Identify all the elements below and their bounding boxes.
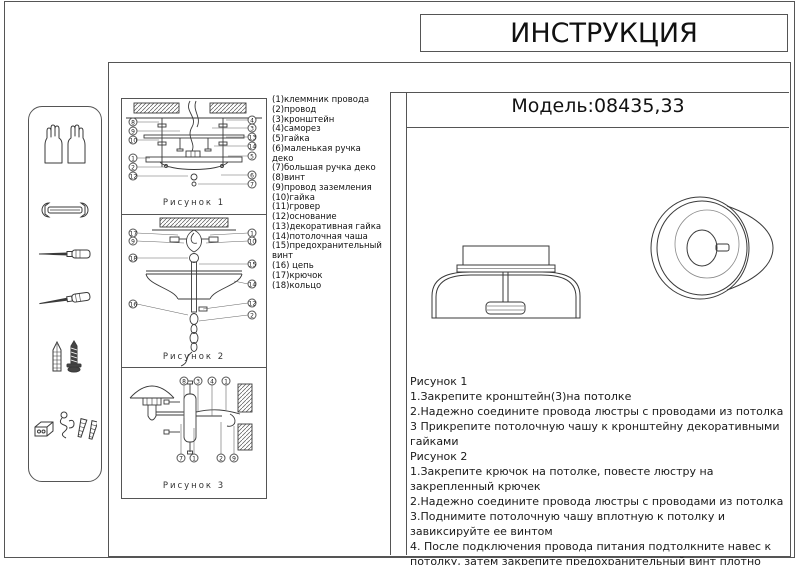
figure-2-label: Рисунок 2 — [162, 352, 226, 362]
part-item: (18)кольцо — [272, 280, 322, 291]
instruction-line: 1.Закрепите кронштейн(3)на потолке — [410, 390, 632, 403]
callout-circle: 4 — [207, 376, 217, 386]
instruction-line: 2.Надежно соедините провода люстры с про… — [410, 405, 784, 418]
part-item: (3)кронштейн — [272, 114, 335, 125]
callout-circle: 14 — [247, 279, 257, 289]
callout-circle: 12 — [247, 298, 257, 308]
instruction-line: 3.Поднимите потолочную чашу вплотную к п… — [410, 510, 729, 538]
callout-circle: 15 — [247, 259, 257, 269]
figure-1: 8 9 10 1 2 12 4 3 13 14 5 6 7 Рисунок 1 — [122, 99, 266, 214]
figure-2: 17 9 18 16 1 10 15 14 12 2 Рисунок 2 — [122, 214, 266, 367]
main-content-border — [108, 62, 791, 557]
callout-circle: 10 — [128, 135, 138, 145]
callout-circle: 12 — [128, 171, 138, 181]
part-item: (13)декоративная гайка — [272, 221, 382, 232]
instruction-line: 4. После подключения провода питания под… — [410, 540, 775, 565]
callout-circle: 10 — [247, 236, 257, 246]
figure-1-label: Рисунок 1 — [162, 198, 226, 208]
callout-circle: 8 — [179, 376, 189, 386]
part-item: (10)гайка — [272, 192, 315, 203]
instruction-line: Рисунок 1 — [410, 375, 468, 388]
wall-anchor-and-screw-icon — [52, 340, 82, 373]
callout-circle: 9 — [128, 236, 138, 246]
model-header-top-rule — [390, 92, 789, 93]
model-header-bottom-rule — [406, 127, 789, 128]
part-item: (16) цепь — [272, 261, 314, 272]
callout-circle: 16 — [128, 299, 138, 309]
open-end-wrench-icon — [41, 202, 89, 218]
part-item: (4)саморез — [272, 124, 321, 135]
callout-circle: 2 — [128, 162, 138, 172]
parts-list: (1)клеммник провода(2)провод(3)кронштейн… — [272, 95, 384, 291]
part-item: (14)потолочная чаша — [272, 231, 368, 242]
callout-circle: 1 — [189, 453, 199, 463]
callout-circle: 14 — [247, 141, 257, 151]
part-item: (9)провод заземления — [272, 182, 372, 193]
part-item: (5)гайка — [272, 134, 310, 145]
lamp-drawing — [431, 196, 774, 319]
callout-circle: 18 — [128, 253, 138, 263]
tools-sidebar — [28, 106, 102, 482]
instruction-line: Рисунок 2 — [410, 450, 468, 463]
page-title: ИНСТРУКЦИЯ — [510, 17, 698, 49]
callout-circle: 3 — [247, 123, 257, 133]
page-border — [4, 1, 795, 558]
part-item: (6)маленькая ручка деко — [272, 143, 361, 164]
flat-screwdriver-icon — [38, 249, 91, 259]
work-gloves-icon — [44, 124, 86, 164]
part-item: (12)основание — [272, 212, 337, 223]
part-item: (11)гровер — [272, 202, 321, 213]
model-label: Модель:08435,33 — [511, 95, 685, 117]
divider-left — [390, 92, 391, 555]
part-item: (2)провод — [272, 104, 317, 115]
figure-1-drawing — [126, 100, 262, 187]
callout-circle: 3 — [193, 376, 203, 386]
callout-circle: 6 — [247, 170, 257, 180]
part-item: (1)клеммник провода — [272, 95, 370, 105]
callout-circle: 7 — [176, 453, 186, 463]
figure-2-drawing — [136, 217, 249, 367]
figures-panel: 8 9 10 1 2 12 4 3 13 14 5 6 7 Рисунок 1 — [121, 98, 267, 499]
callout-circle: 13 — [247, 132, 257, 142]
part-item: (7)большая ручка деко — [272, 163, 376, 174]
callout-circle: 5 — [247, 151, 257, 161]
divider-right — [406, 92, 407, 555]
mounting-hardware-set-icon — [34, 411, 97, 440]
callout-circle: 9 — [229, 453, 239, 463]
part-item: (15)предохранительный винт — [272, 241, 382, 262]
figure-3: 8 3 4 1 7 1 2 9 Рисунок 3 — [122, 367, 266, 500]
instruction-line: 2.Надежно соедините провода люстры с про… — [410, 495, 784, 508]
callout-circle: 1 — [128, 153, 138, 163]
slotted-screwdriver-icon — [39, 291, 91, 305]
callout-circle: 2 — [247, 310, 257, 320]
figure-3-label: Рисунок 3 — [162, 481, 226, 491]
installation-instructions: Рисунок 1 1.Закрепите кронштейн(3)на пото… — [410, 374, 788, 565]
instruction-line: 3 Прикрепите потолочную чашу к кронштейн… — [410, 420, 784, 448]
callout-circle: 2 — [216, 453, 226, 463]
callout-circle: 9 — [128, 126, 138, 136]
title-box: ИНСТРУКЦИЯ — [420, 14, 788, 52]
callout-circle: 7 — [247, 179, 257, 189]
callout-circle: 8 — [128, 117, 138, 127]
callout-circle: 1 — [221, 376, 231, 386]
part-item: (8)винт — [272, 173, 306, 184]
part-item: (17)крючок — [272, 270, 323, 281]
figure-3-drawing — [129, 380, 253, 455]
instruction-line: 1.Закрепите крючок на потолке, повесте л… — [410, 465, 717, 493]
